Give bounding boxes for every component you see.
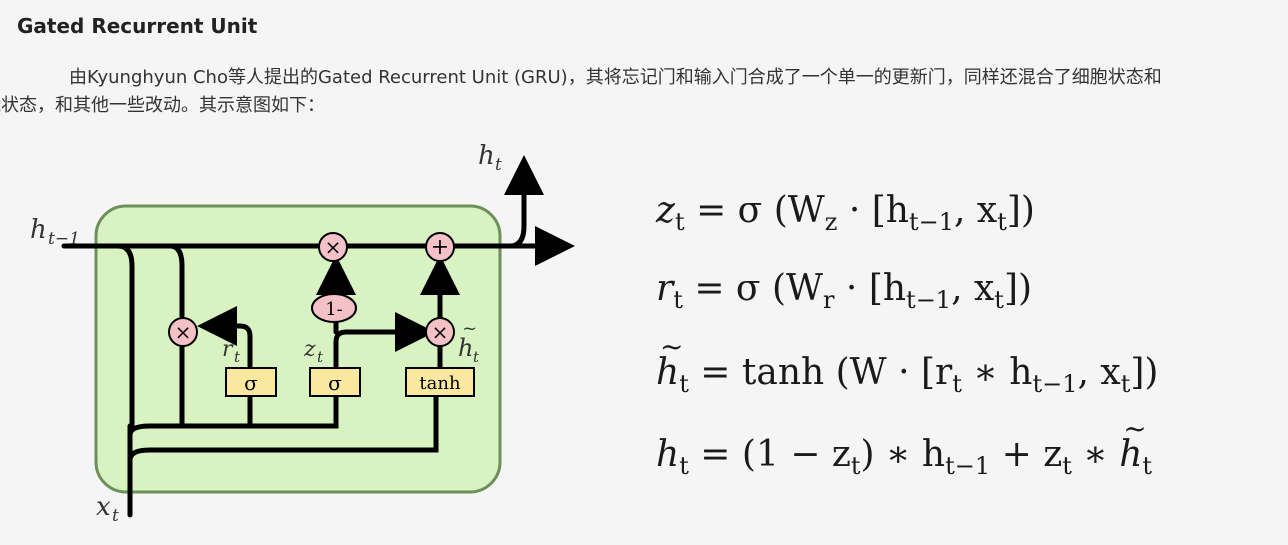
layer-sigma-r-label: σ	[244, 371, 258, 395]
op-one-minus-sym: 1-	[325, 299, 343, 320]
label-z-gate: z t	[303, 337, 324, 366]
label-x-in: x t	[96, 492, 119, 526]
paragraph-line-2: 隐藏状态，和其他一些改动。其示意图如下：	[0, 95, 325, 116]
equation-reset-gate: rt = σ (Wr · [ht−1, xt])	[656, 268, 1033, 314]
h-to-r-mult	[115, 243, 135, 433]
svg-text:t: t	[112, 506, 119, 526]
op-mult-hidden: ×	[318, 232, 348, 262]
intro-paragraph: 由Kyunghyun Cho等人提出的Gated Recurrent Unit …	[0, 64, 1279, 120]
layer-tanh-label: tanh	[419, 373, 461, 394]
svg-text:t−1: t−1	[48, 229, 80, 249]
svg-text:t: t	[473, 348, 480, 366]
layer-sigma-z: σ	[309, 367, 361, 397]
label-h-prev: h t−1	[30, 215, 80, 249]
op-mult-reset: ×	[168, 317, 198, 347]
op-mult-update: ×	[425, 317, 455, 347]
x-to-z	[247, 391, 339, 429]
svg-text:t: t	[234, 348, 241, 366]
equation-candidate: ht = tanh (W · [rt ∗ ht−1, xt])	[656, 330, 1158, 396]
op-plus-hidden: +	[425, 232, 455, 262]
layer-sigma-r: σ	[225, 367, 277, 397]
op-plus-hidden-sym: +	[431, 235, 449, 260]
equation-hidden-state: ht = (1 − zt) ∗ ht−1 + zt ∗ ht	[656, 412, 1152, 478]
equation-update-gate: zt = σ (Wz · [ht−1, xt])	[656, 190, 1035, 236]
svg-text:h: h	[458, 334, 473, 362]
svg-text:~: ~	[462, 318, 477, 339]
section-title: Gated Recurrent Unit	[17, 14, 258, 38]
x-branch	[127, 389, 439, 463]
x-to-r	[127, 391, 253, 438]
svg-text:h: h	[30, 215, 47, 245]
svg-text:t: t	[317, 348, 324, 366]
layer-sigma-z-label: σ	[328, 371, 342, 395]
paragraph-line-1: 由Kyunghyun Cho等人提出的Gated Recurrent Unit …	[69, 67, 1162, 88]
h-to-gates	[167, 243, 185, 319]
op-mult-hidden-sym: ×	[325, 235, 342, 259]
svg-text:h: h	[478, 141, 495, 171]
layer-tanh: tanh	[405, 367, 475, 397]
svg-text:z: z	[303, 337, 316, 362]
label-r-gate: r t	[222, 337, 241, 366]
svg-text:t: t	[495, 155, 502, 175]
z-up	[333, 312, 435, 369]
op-mult-update-sym: ×	[432, 320, 449, 344]
op-one-minus: 1-	[311, 293, 357, 323]
label-h-tilde: ~ h t	[458, 318, 480, 366]
op-mult-reset-sym: ×	[175, 320, 192, 344]
gru-cell-box	[94, 204, 502, 494]
gru-diagram: × + × × 1- σ σ tanh h t−1 h t x t r	[30, 141, 575, 526]
hidden-up-curve	[504, 155, 544, 249]
svg-text:r: r	[222, 337, 234, 362]
svg-text:x: x	[96, 492, 111, 522]
label-h-out: h t	[478, 141, 502, 175]
r-up	[197, 306, 253, 369]
